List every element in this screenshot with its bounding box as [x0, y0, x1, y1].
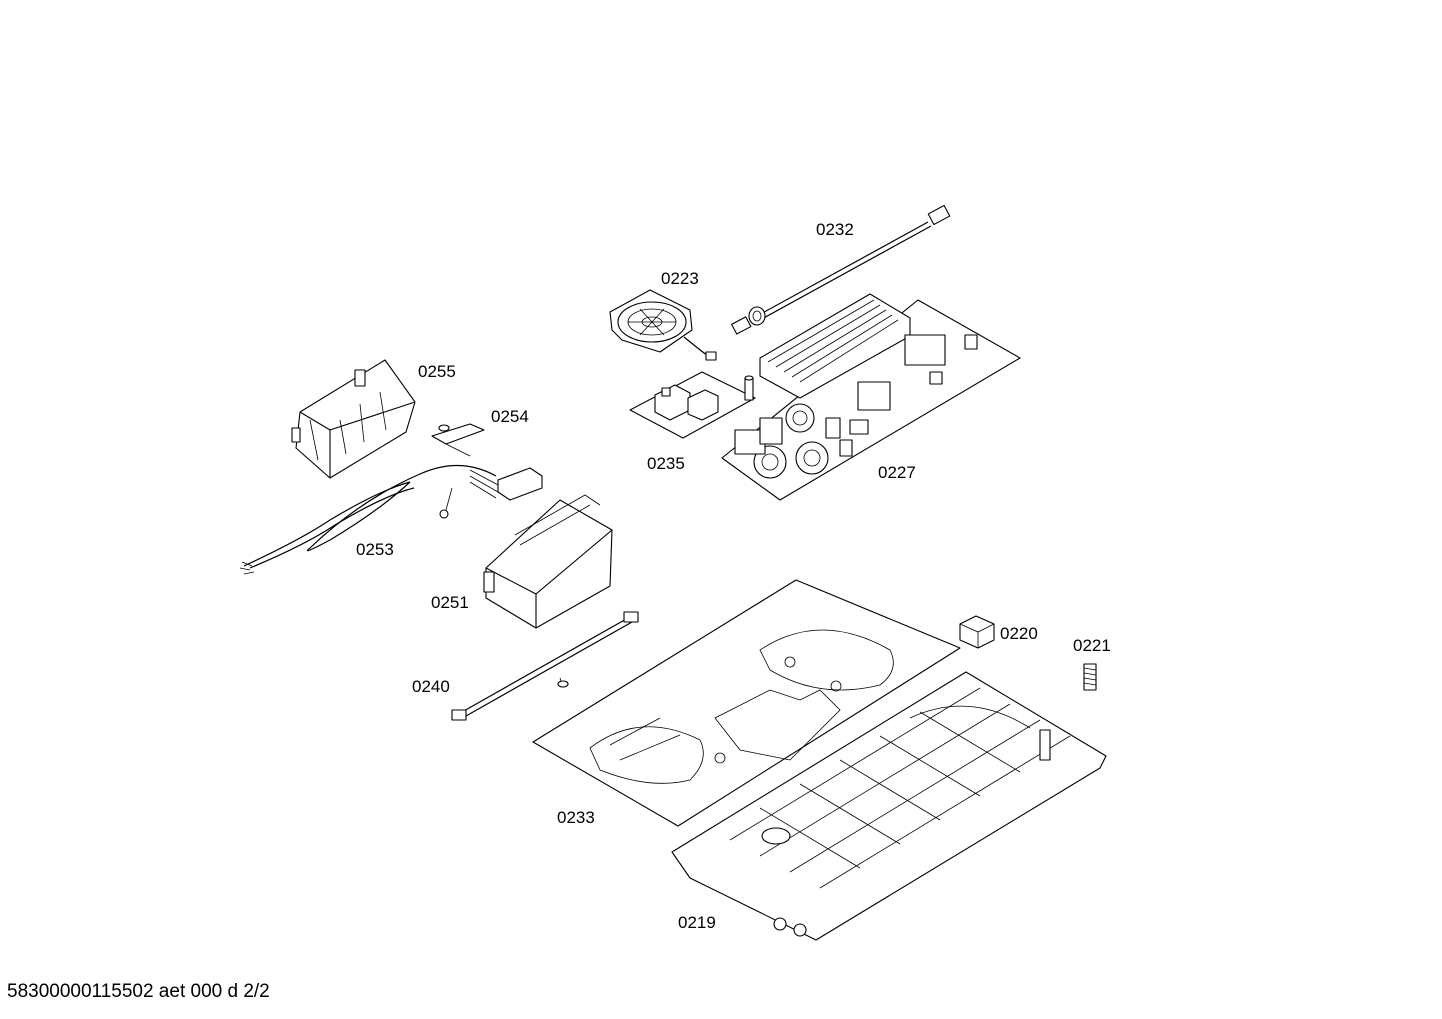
- part-label-0235: 0235: [647, 454, 685, 473]
- part-0240-drawing: [451, 611, 639, 721]
- part-label-0220: 0220: [1000, 624, 1038, 643]
- part-0221-drawing: [1083, 663, 1097, 691]
- part-0255-drawing: [291, 359, 416, 479]
- part-0219-drawing: [671, 671, 1107, 941]
- part-label-0232: 0232: [816, 220, 854, 239]
- part-label-0240: 0240: [412, 677, 450, 696]
- part-label-0233: 0233: [557, 808, 595, 827]
- part-0253-drawing: [239, 464, 543, 575]
- part-label-0227: 0227: [878, 463, 916, 482]
- part-0223-drawing: [609, 289, 717, 361]
- part-label-0253: 0253: [356, 540, 394, 559]
- part-0254-drawing: [431, 423, 485, 457]
- part-0235-drawing: [629, 371, 756, 439]
- part-label-0223: 0223: [661, 269, 699, 288]
- part-0233-drawing: [532, 579, 961, 827]
- part-label-0251: 0251: [431, 593, 469, 612]
- part-0220-drawing: [959, 615, 995, 649]
- part-0251-drawing: [483, 494, 613, 629]
- document-footer-code: 58300000115502 aet 000 d 2/2: [7, 981, 270, 1002]
- part-0232-drawing: [731, 204, 951, 335]
- part-0227-drawing: [721, 293, 1021, 501]
- part-label-0255: 0255: [418, 362, 456, 381]
- part-label-0219: 0219: [678, 913, 716, 932]
- part-label-0254: 0254: [491, 407, 529, 426]
- part-label-0221: 0221: [1073, 636, 1111, 655]
